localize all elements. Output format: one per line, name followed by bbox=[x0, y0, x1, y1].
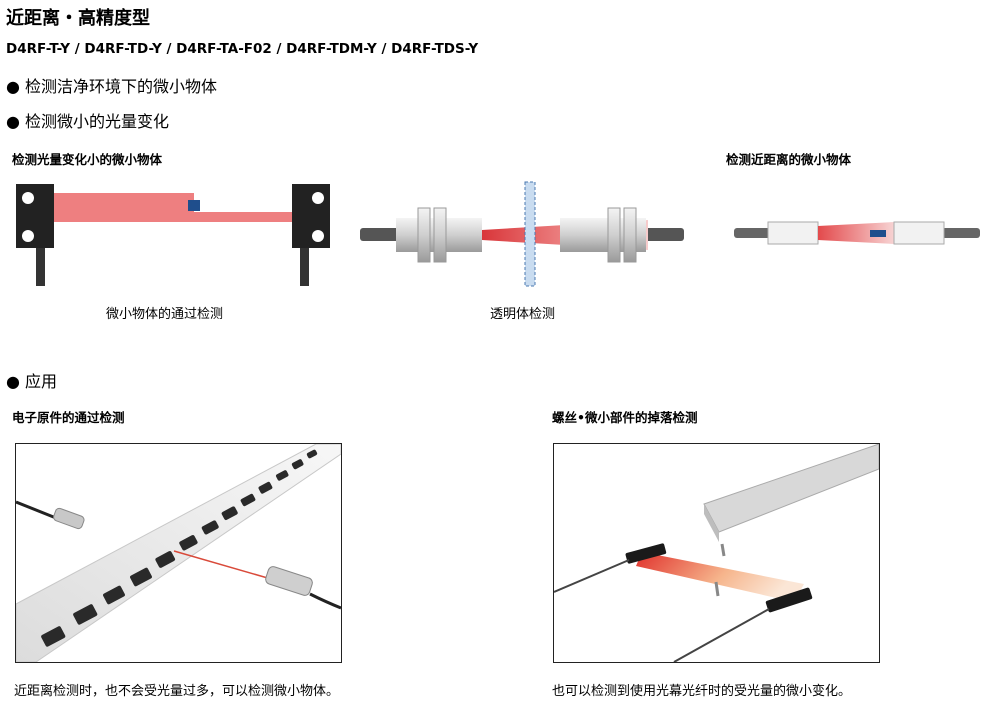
chip bbox=[155, 551, 176, 568]
nut bbox=[417, 207, 431, 263]
nut bbox=[433, 207, 447, 263]
screw-drop-illustration bbox=[554, 444, 879, 662]
light-curtain bbox=[636, 552, 804, 602]
left-stem bbox=[36, 241, 45, 286]
applications-heading: ● 应用 bbox=[6, 372, 58, 391]
app-right-caption: 也可以检测到使用光幕光纤时的受光量的微小变化。 bbox=[552, 684, 852, 699]
feature-clean-environment: ● 检测洁净环境下的微小物体 bbox=[6, 77, 218, 96]
feature-light-change: ● 检测微小的光量变化 bbox=[6, 112, 170, 131]
cable-right bbox=[942, 228, 980, 238]
small-object bbox=[188, 200, 200, 211]
diagram-heading-close-range: 检测近距离的微小物体 bbox=[726, 152, 852, 167]
emitter-housing bbox=[16, 184, 54, 248]
mount-hole bbox=[22, 230, 34, 242]
chip bbox=[103, 585, 125, 605]
receiver-sensor bbox=[893, 221, 945, 245]
electronic-parts-illustration bbox=[16, 444, 341, 662]
light-beam bbox=[173, 550, 279, 582]
chip bbox=[179, 535, 198, 551]
cable-right bbox=[644, 228, 684, 241]
screw bbox=[720, 543, 726, 557]
chip bbox=[201, 520, 219, 535]
rail-side bbox=[704, 504, 719, 542]
emitter-sensor bbox=[767, 221, 819, 245]
cable-left bbox=[734, 228, 770, 238]
cable-right bbox=[673, 608, 770, 662]
chip bbox=[291, 459, 304, 470]
fiber-cable bbox=[16, 500, 57, 520]
transparent-diagram bbox=[360, 181, 684, 287]
app-left-caption: 近距离检测时，也不会受光量过多，可以检测微小物体。 bbox=[14, 684, 340, 699]
guide-rail bbox=[703, 444, 879, 533]
fiber-head-left bbox=[53, 507, 85, 530]
screw bbox=[714, 581, 720, 597]
small-object-diagram bbox=[16, 184, 330, 286]
chip bbox=[221, 506, 238, 520]
chip bbox=[258, 481, 273, 494]
fiber-head-right bbox=[265, 566, 313, 596]
chip bbox=[73, 604, 98, 625]
receiver-housing bbox=[292, 184, 330, 248]
nut bbox=[623, 207, 637, 263]
chip bbox=[240, 493, 256, 507]
right-stem bbox=[300, 241, 309, 286]
small-object bbox=[870, 230, 886, 237]
mount-hole bbox=[312, 192, 324, 204]
chip bbox=[275, 470, 289, 481]
cable-left bbox=[360, 228, 404, 241]
light-beam bbox=[54, 193, 292, 222]
nut bbox=[607, 207, 621, 263]
chip bbox=[306, 449, 318, 459]
caption-small-object: 微小物体的通过检测 bbox=[106, 307, 224, 322]
fiber-cable bbox=[309, 592, 341, 610]
light-beam bbox=[818, 222, 894, 244]
model-list: D4RF-T-Y / D4RF-TD-Y / D4RF-TA-F02 / D4R… bbox=[6, 41, 479, 57]
chip bbox=[41, 626, 66, 647]
curtain-sensor-left bbox=[625, 543, 667, 564]
mount-hole bbox=[312, 230, 324, 242]
cable-left bbox=[554, 559, 630, 593]
app-left-title: 电子原件的通过检测 bbox=[12, 410, 125, 425]
diagram-heading-small-change: 检测光量变化小的微小物体 bbox=[12, 152, 163, 167]
app-right-title: 螺丝•微小部件的掉落检测 bbox=[552, 410, 698, 425]
curtain-sensor-right bbox=[765, 587, 813, 613]
photo-electronic-parts bbox=[15, 443, 342, 663]
caption-transparent: 透明体检测 bbox=[490, 307, 556, 322]
mount-hole bbox=[22, 192, 34, 204]
chip bbox=[130, 567, 152, 587]
close-range-diagram bbox=[734, 221, 980, 245]
photo-screw-drop bbox=[553, 443, 880, 663]
page-title: 近距离・高精度型 bbox=[6, 8, 150, 29]
transparent-plate bbox=[524, 181, 536, 287]
